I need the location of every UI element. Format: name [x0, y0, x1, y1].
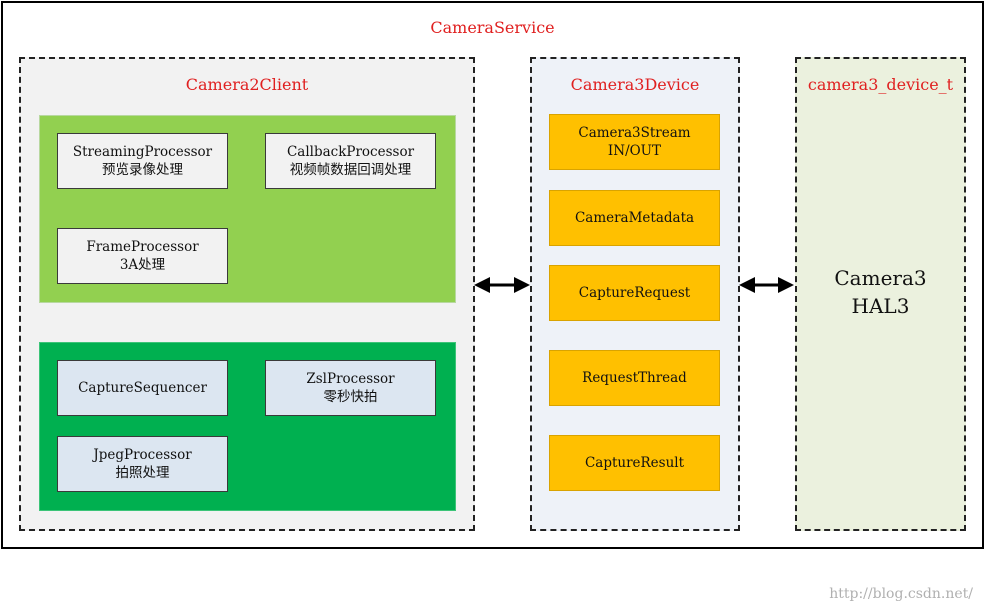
component-name: Camera3Stream [578, 125, 691, 141]
callback-processor-box: CallbackProcessor 视频帧数据回调处理 [265, 133, 436, 189]
processor-desc: 3A处理 [119, 257, 166, 273]
camera3stream-box: Camera3Stream IN/OUT [549, 114, 720, 170]
processor-desc: 预览录像处理 [102, 162, 183, 178]
streaming-processor-box: StreamingProcessor 预览录像处理 [57, 133, 228, 189]
hal-line2: HAL3 [851, 294, 910, 318]
jpeg-processor-box: JpegProcessor 拍照处理 [57, 436, 228, 492]
camera-metadata-box: CameraMetadata [549, 190, 720, 246]
processor-name: CallbackProcessor [286, 144, 415, 160]
bidirectional-arrow-left [474, 277, 530, 293]
camera3-device-t-title: camera3_device_t [807, 75, 954, 94]
capture-request-box: CaptureRequest [549, 265, 720, 321]
component-name: CaptureRequest [578, 285, 691, 301]
watermark-url: http://blog.csdn.net/ [829, 586, 973, 602]
zsl-processor-box: ZslProcessor 零秒快拍 [265, 360, 436, 416]
processor-desc: 零秒快拍 [323, 389, 378, 405]
camera3device-title: Camera3Device [570, 75, 700, 94]
capture-result-box: CaptureResult [549, 435, 720, 491]
component-name: RequestThread [582, 370, 687, 386]
capture-sequencer-box: CaptureSequencer [57, 360, 228, 416]
processor-name: FrameProcessor [86, 239, 199, 255]
component-desc: IN/OUT [607, 143, 662, 159]
processor-name: CaptureSequencer [78, 380, 207, 396]
bidirectional-arrow-right [739, 277, 794, 293]
hal-line1: Camera3 [834, 266, 927, 290]
processor-desc: 拍照处理 [115, 465, 170, 481]
processor-desc: 视频帧数据回调处理 [289, 162, 412, 178]
component-name: CameraMetadata [574, 210, 695, 226]
processor-name: StreamingProcessor [72, 144, 213, 160]
processor-name: ZslProcessor [306, 371, 395, 387]
camera3-device-t-container [795, 57, 966, 531]
camera-service-title: CameraService [430, 18, 555, 37]
frame-processor-box: FrameProcessor 3A处理 [57, 228, 228, 284]
processor-name: JpegProcessor [93, 447, 192, 463]
hal3-label: Camera3 HAL3 [795, 262, 966, 322]
component-name: CaptureResult [584, 455, 685, 471]
camera2client-title: Camera2Client [185, 75, 309, 94]
request-thread-box: RequestThread [549, 350, 720, 406]
